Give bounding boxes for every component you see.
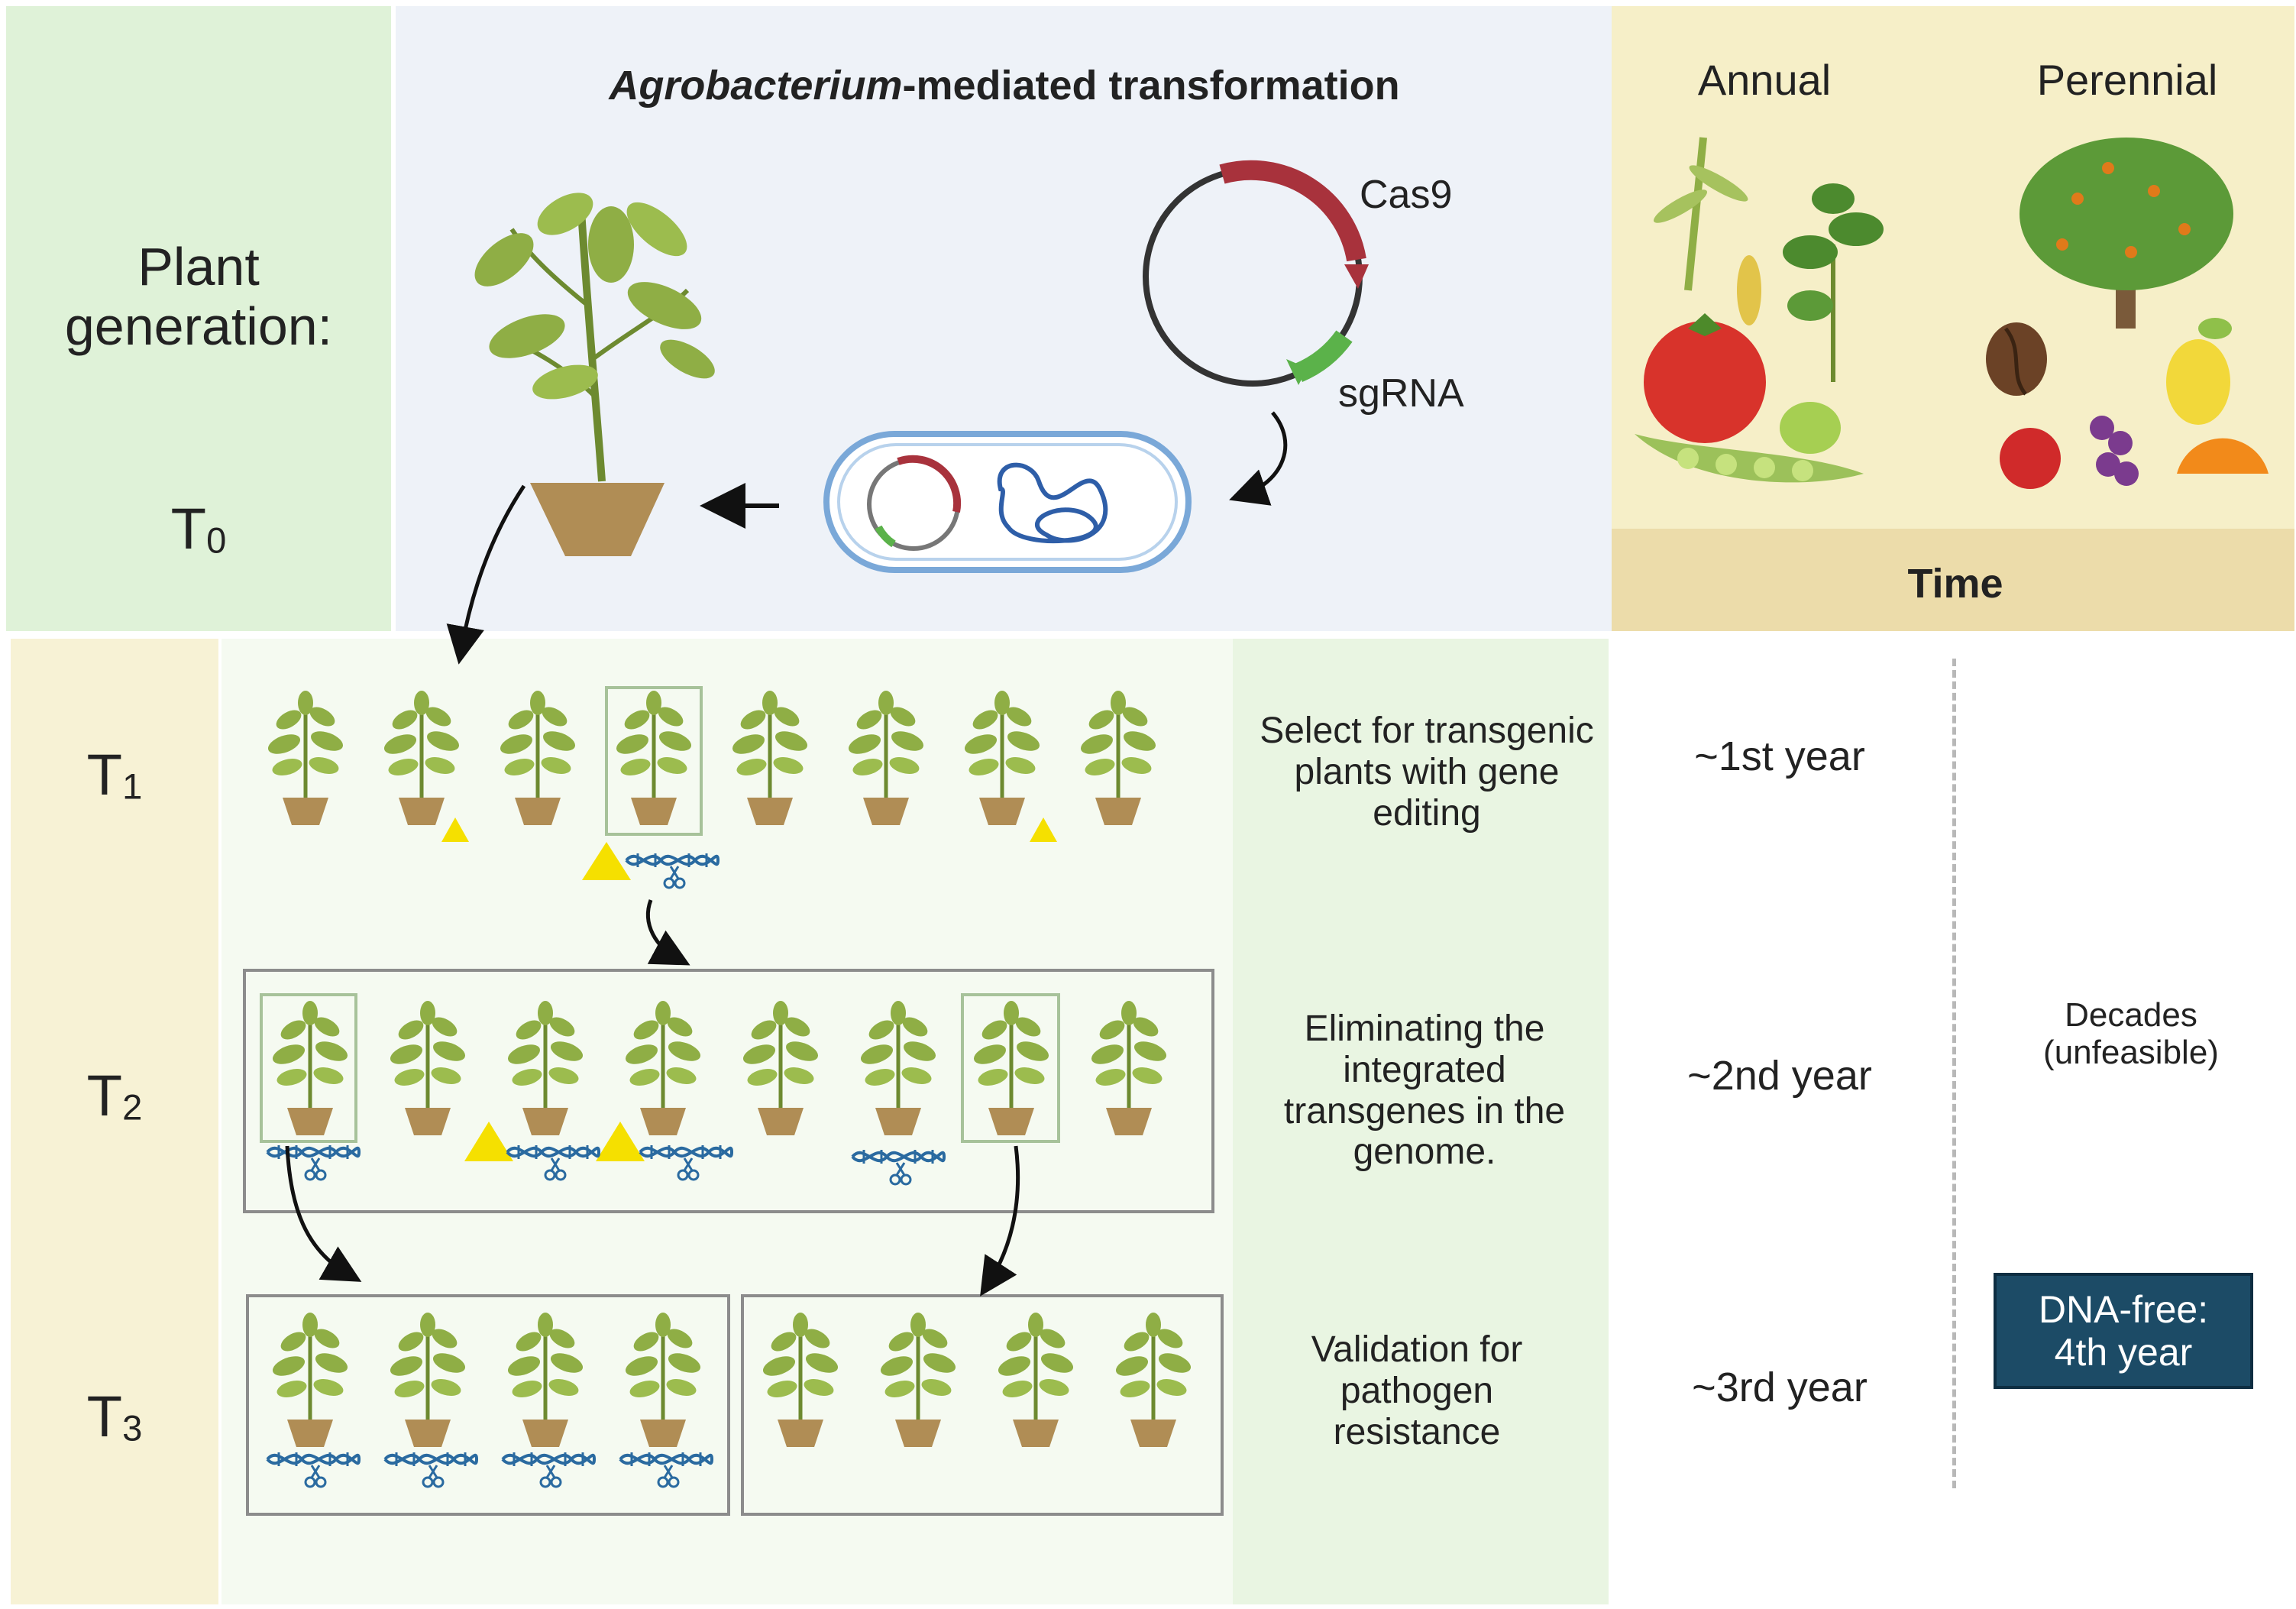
transformation-title: Agrobacterium-mediated transformation (474, 63, 1535, 108)
generation-label-t3: T3 (31, 1384, 199, 1449)
description-column (1233, 639, 1609, 1604)
step-description-3: Validation for pathogen resistance (1311, 1329, 1523, 1452)
transformation-title-italic: Agrobacterium (609, 63, 903, 108)
generation-label-t2: T2 (31, 1063, 199, 1128)
selected-plant-box-t2-left (260, 993, 357, 1143)
perennial-crops-illustration (1986, 138, 2269, 489)
transgene-marker-triangle (582, 842, 631, 880)
arrow-t2-left-to-t3 (285, 1145, 362, 1282)
arrow-t1-to-t2 (645, 899, 690, 966)
plasmid-illustration (1143, 160, 1369, 387)
annual-crops-illustration (1635, 137, 1884, 483)
sgrna-label: sgRNA (1338, 371, 1464, 416)
selected-plant-box-t1 (605, 686, 703, 836)
generation-label-t1: T1 (31, 743, 199, 808)
generation-letter: T (86, 743, 123, 808)
time-label: Time (1907, 561, 2003, 607)
t3-plant-row-right (761, 1313, 1194, 1447)
t2-group-box (243, 969, 1214, 1213)
generation-letter: T (86, 1063, 123, 1128)
transformation-title-rest: -mediated transformation (902, 63, 1400, 108)
step-description-2: Eliminating the integrated transgenes in… (1283, 1008, 1566, 1173)
transgene-marker-triangle (464, 1122, 513, 1161)
time-bar (1612, 529, 2294, 631)
annual-time-3: ~3rd year (1692, 1365, 1868, 1410)
generation-letter: T (170, 497, 207, 562)
arrow-t2-right-to-t3 (980, 1145, 1020, 1297)
agrobacterium-illustration (823, 431, 1192, 573)
t3-group-box-left (246, 1294, 730, 1516)
t0-plant-illustration (474, 193, 715, 556)
t3-plant-row-left (266, 1313, 713, 1488)
generation-letter: T (86, 1384, 123, 1449)
dna-free-label: DNA-free: 4th year (2038, 1288, 2209, 1374)
cas9-label: Cas9 (1360, 173, 1453, 217)
transgene-marker-triangle (596, 1122, 645, 1161)
arrow-t0-to-t1 (446, 484, 526, 665)
generation-subscript: 0 (206, 520, 227, 561)
generation-subscript: 2 (122, 1086, 143, 1128)
dna-free-box: DNA-free: 4th year (1994, 1273, 2253, 1389)
selected-plant-box-t2-right (961, 993, 1060, 1143)
t1-plant-row (266, 691, 1159, 889)
decades-label: Decades (unfeasible) (2043, 996, 2219, 1072)
annual-time-2: ~2nd year (1687, 1053, 1872, 1099)
transgene-marker-triangle (1030, 817, 1057, 842)
generation-subscript: 3 (122, 1407, 143, 1449)
perennial-label: Perennial (2036, 56, 2218, 104)
annual-time-1: ~1st year (1694, 733, 1865, 779)
annual-label: Annual (1697, 56, 1832, 104)
generation-column (11, 639, 218, 1604)
generation-label-t0: T0 (115, 497, 283, 562)
plant-generation-label: Plant generation: (64, 237, 333, 357)
timeline-header-panel (1612, 6, 2294, 631)
plant-generation-panel (6, 6, 391, 631)
perennial-timeline-divider (1952, 659, 1956, 1488)
t2-plant-row (266, 1001, 1169, 1186)
generation-subscript: 1 (122, 766, 143, 807)
transgene-marker-triangle (441, 817, 469, 842)
arrow-plasmid-to-agrobacterium (1229, 411, 1288, 506)
step-description-1: Select for transgenic plants with gene e… (1260, 711, 1594, 834)
